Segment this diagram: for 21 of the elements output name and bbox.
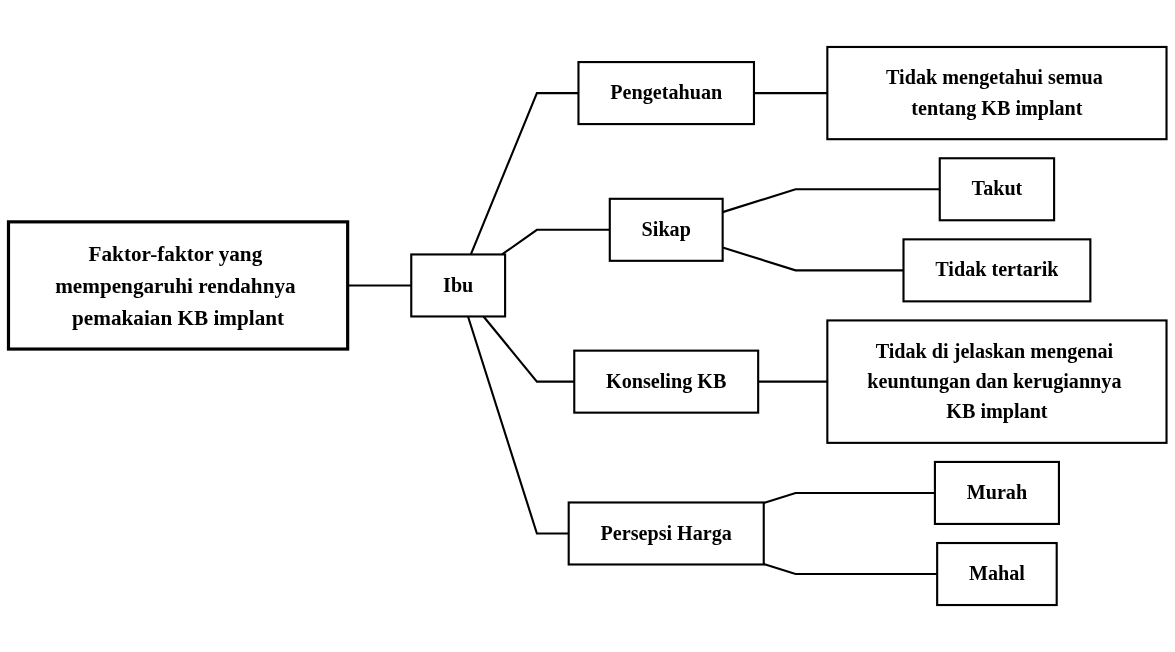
connector bbox=[469, 92, 579, 255]
node-box: Ibu bbox=[410, 253, 507, 318]
connector bbox=[763, 491, 935, 504]
node-box: Tidak tertarik bbox=[902, 238, 1092, 303]
node-box: Sikap bbox=[608, 197, 724, 262]
node-box: Pengetahuan bbox=[577, 61, 756, 126]
connector bbox=[501, 228, 610, 256]
node-box: Faktor-faktor yang mempengaruhi rendahnya pemakaian KB implant bbox=[6, 220, 350, 351]
connector bbox=[753, 92, 828, 95]
node-box: Tidak di jelaskan mengenai keuntungan dan kerugiannya KB implant bbox=[826, 319, 1168, 444]
connector bbox=[467, 316, 569, 535]
node-box: Takut bbox=[938, 157, 1056, 222]
node-box: Mahal bbox=[936, 541, 1058, 607]
connector bbox=[722, 188, 940, 214]
node-box: Persepsi Harga bbox=[567, 501, 765, 566]
node-box: Murah bbox=[933, 460, 1060, 525]
node-box: Konseling KB bbox=[573, 349, 760, 414]
connector bbox=[758, 380, 828, 383]
connector bbox=[722, 246, 904, 272]
node-box: Tidak mengetahui semua tentang KB implant bbox=[826, 45, 1168, 141]
connector bbox=[763, 563, 938, 576]
